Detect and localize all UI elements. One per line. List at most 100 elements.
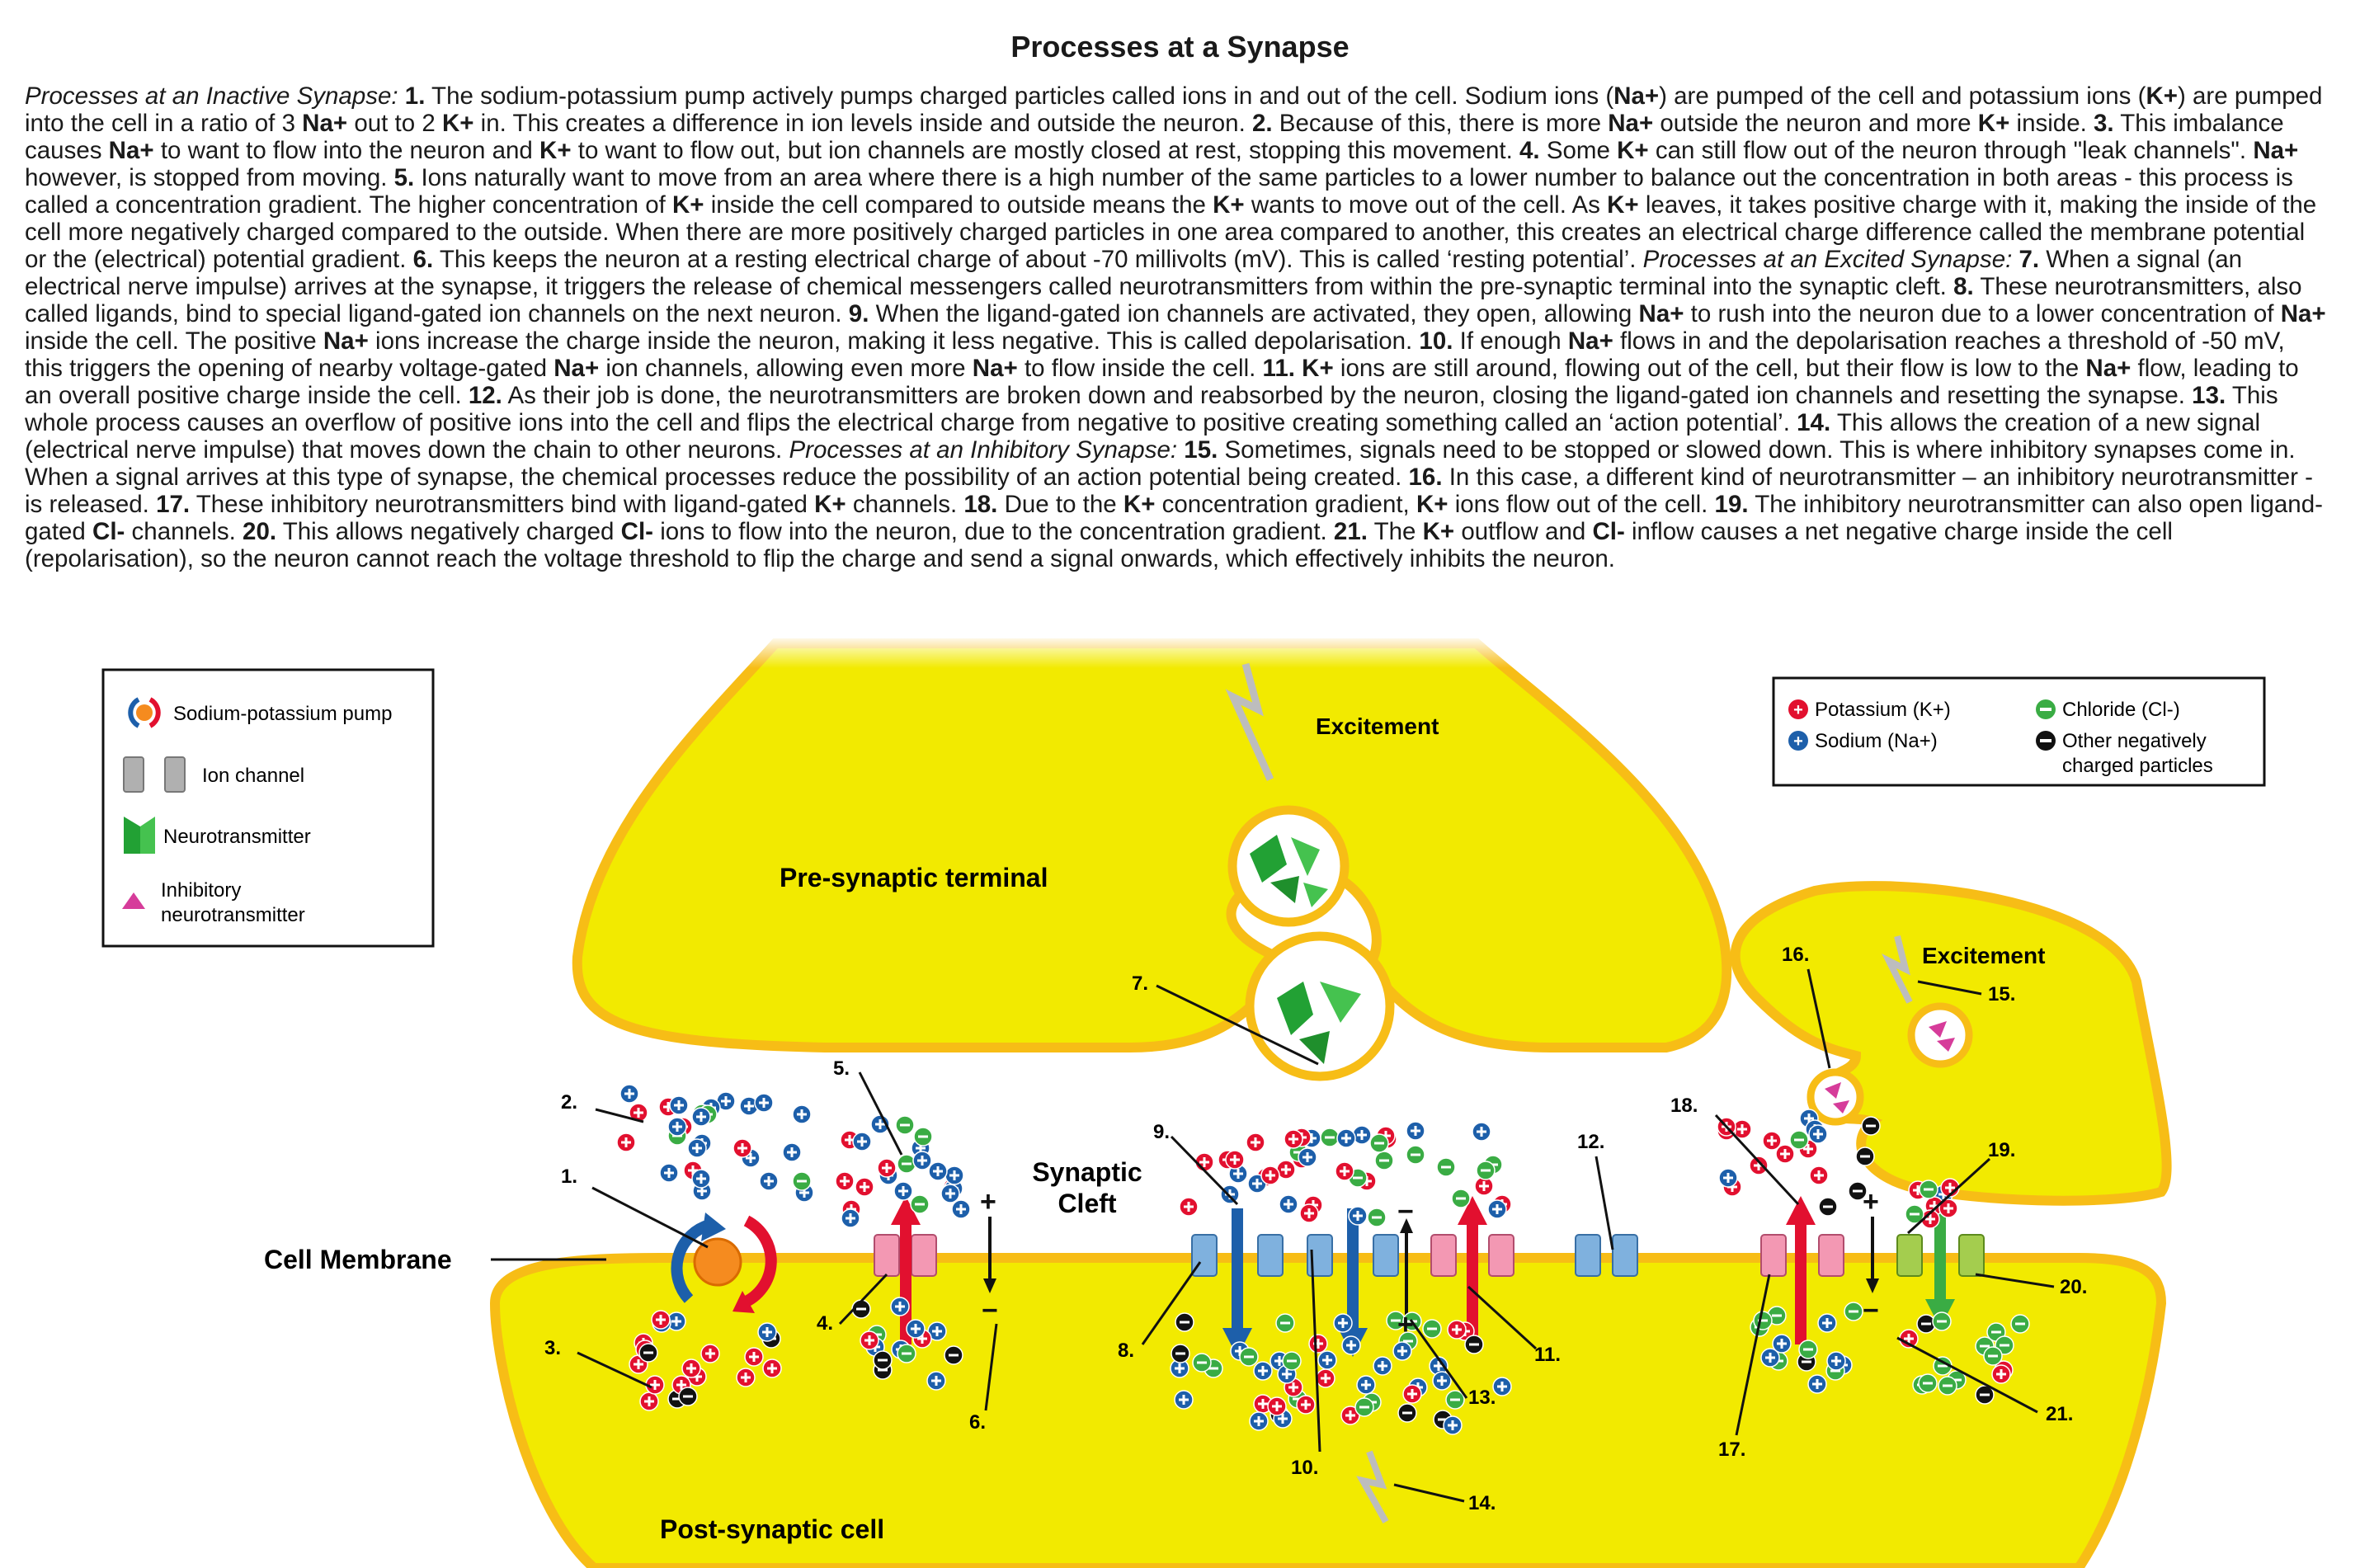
paragraph-segment: 7. [2018, 246, 2040, 273]
number-20: 20. [2060, 1276, 2087, 1298]
svg-text:+: + [1793, 732, 1803, 751]
paragraph-segment: 9. [848, 300, 869, 327]
svg-text:+: + [1397, 1309, 1414, 1340]
paragraph-segment: The inhibitory neurotransmitter can also… [25, 491, 2323, 545]
paragraph-segment: 14. [1797, 409, 1831, 436]
paragraph-segment: Processes at an Inactive Synapse: [25, 82, 405, 110]
number-9: 9. [1153, 1121, 1170, 1143]
paragraph-segment: concentration gradient, [1155, 491, 1416, 518]
paragraph-segment: Na+ [302, 110, 348, 137]
page-title: Processes at a Synapse [1010, 30, 1350, 64]
paragraph-segment: 4. [1519, 137, 1540, 164]
paragraph-segment: The [1367, 518, 1423, 545]
legend-potassium: Potassium (K+) [1815, 699, 1951, 721]
paragraph-segment: Because of this, there is more [1272, 110, 1609, 137]
channel-legend-icon [123, 756, 186, 793]
cleft-label-1: Synaptic [1032, 1157, 1142, 1187]
paragraph-segment: These inhibitory neurotransmitters bind … [190, 491, 815, 518]
number-19: 19. [1988, 1139, 2015, 1161]
paragraph-segment: 21. [1333, 518, 1368, 545]
paragraph-segment: ion channels, allowing even more [599, 355, 973, 382]
paragraph-segment: 3. [2094, 110, 2114, 137]
paragraph-segment: K+ [1617, 137, 1649, 164]
paragraph-segment: These neurotransmitters, also called lig… [25, 273, 2302, 327]
legend-right: + Potassium (K+) + Sodium (Na+) Chloride… [1772, 676, 2266, 787]
paragraph-segment: ) are pumped into the cell in a ratio of… [25, 82, 2323, 137]
number-12: 12. [1577, 1131, 1604, 1153]
leader-lines [577, 968, 2055, 1503]
legend-left: Sodium-potassium pump Ion channel Neurot… [101, 668, 435, 948]
number-14: 14. [1468, 1492, 1496, 1514]
cleft-label-2: Cleft [1058, 1189, 1116, 1218]
paragraph-segment: 15. [1184, 436, 1218, 464]
paragraph-segment: 17. [156, 491, 191, 518]
paragraph-segment: leaves, it takes positive charge with it… [25, 191, 2317, 273]
paragraph-segment: K+ [1607, 191, 1639, 219]
paragraph-segment: K+ [1302, 355, 1334, 382]
membrane-label: Cell Membrane [264, 1245, 452, 1274]
number-17: 17. [1718, 1439, 1745, 1461]
number-1: 1. [561, 1165, 577, 1188]
sodium-potassium-pump [671, 1212, 777, 1313]
paragraph-segment: 5. [393, 164, 415, 191]
number-5: 5. [833, 1057, 850, 1080]
neurotransmitter-legend-icon [124, 817, 155, 854]
paragraph-segment: 20. [243, 518, 277, 545]
paragraph-segment: 16. [1408, 464, 1443, 491]
paragraph-segment: flow, leading to an overall positive cha… [25, 355, 2299, 409]
paragraph-segment: in. This creates a difference in ion lev… [473, 110, 1252, 137]
number-2: 2. [561, 1091, 577, 1114]
paragraph-segment: Na+ [2280, 300, 2326, 327]
paragraph-segment: K+ [539, 137, 572, 164]
paragraph-segment: Processes at an Excited Synapse: [1642, 246, 2019, 273]
legend-inhibitory-2: neurotransmitter [161, 904, 305, 926]
paragraph-segment: Cl- [92, 518, 125, 545]
paragraph-segment: can still flow out of the neuron through… [1648, 137, 2254, 164]
paragraph-segment: Sometimes, signals need to be stopped or… [25, 436, 2296, 491]
paragraph-segment: If enough [1453, 327, 1568, 355]
paragraph-segment: K+ [814, 491, 846, 518]
paragraph-segment: Na+ [553, 355, 600, 382]
number-13: 13. [1468, 1387, 1496, 1409]
svg-text:+: + [1793, 701, 1803, 719]
paragraph-segment: 19. [1714, 491, 1749, 518]
charge-markers: + − − + + − [980, 1186, 1879, 1340]
pre-synaptic-terminal [561, 635, 1765, 1052]
paragraph-segment: Ions naturally want to move from an area… [25, 164, 2293, 219]
legend-inhibitory-1: Inhibitory [161, 879, 241, 902]
paragraph-segment: Due to the [997, 491, 1123, 518]
pump-legend-icon [128, 697, 161, 728]
paragraph-segment: Processes at an Inhibitory Synapse: [789, 436, 1185, 464]
paragraph-segment: Na+ [972, 355, 1018, 382]
vesicle-upper [1227, 805, 1350, 927]
legend-negative-2: charged particles [2062, 755, 2213, 777]
sodium-legend-icon [1788, 731, 1808, 751]
pre-synaptic-label: Pre-synaptic terminal [780, 863, 1048, 892]
legend-channel: Ion channel [202, 765, 304, 787]
vesicle-lower [1245, 931, 1395, 1081]
paragraph-segment: As their job is done, the neurotransmitt… [502, 382, 2193, 409]
paragraph-segment: K+ [441, 110, 474, 137]
number-15: 15. [1988, 983, 2015, 1005]
paragraph-segment: 12. [468, 382, 502, 409]
paragraph-segment: inflow causes a net negative charge insi… [25, 518, 2173, 572]
svg-text:−: − [1397, 1196, 1414, 1227]
paragraph-segment: K+ [1416, 491, 1449, 518]
paragraph-segment: Na+ [1608, 110, 1654, 137]
legend-pump: Sodium-potassium pump [173, 703, 392, 725]
paragraph-segment: This keeps the neuron at a resting elect… [433, 246, 1643, 273]
paragraph-segment: When the ligand-gated ion channels are a… [869, 300, 1639, 327]
paragraph-segment: Na+ [1613, 82, 1660, 110]
number-21: 21. [2046, 1403, 2073, 1425]
excitement-label: Excitement [1316, 713, 1439, 739]
paragraph-segment: ions are still around, flowing out of th… [1333, 355, 2086, 382]
paragraph-segment: out to 2 [347, 110, 442, 137]
paragraph-segment: K+ [2146, 82, 2178, 110]
number-6: 6. [969, 1411, 986, 1434]
ion-particles [616, 1084, 2030, 1435]
paragraph-segment: 2. [1251, 110, 1273, 137]
svg-text:+: + [980, 1186, 996, 1217]
potassium-legend-icon [1788, 699, 1808, 719]
paragraph-segment: Na+ [2253, 137, 2299, 164]
step-numbers: 1. 2. 3. 4. 5. 6. 7. 8. 9. 10. 11. 12. 1… [544, 944, 2087, 1514]
